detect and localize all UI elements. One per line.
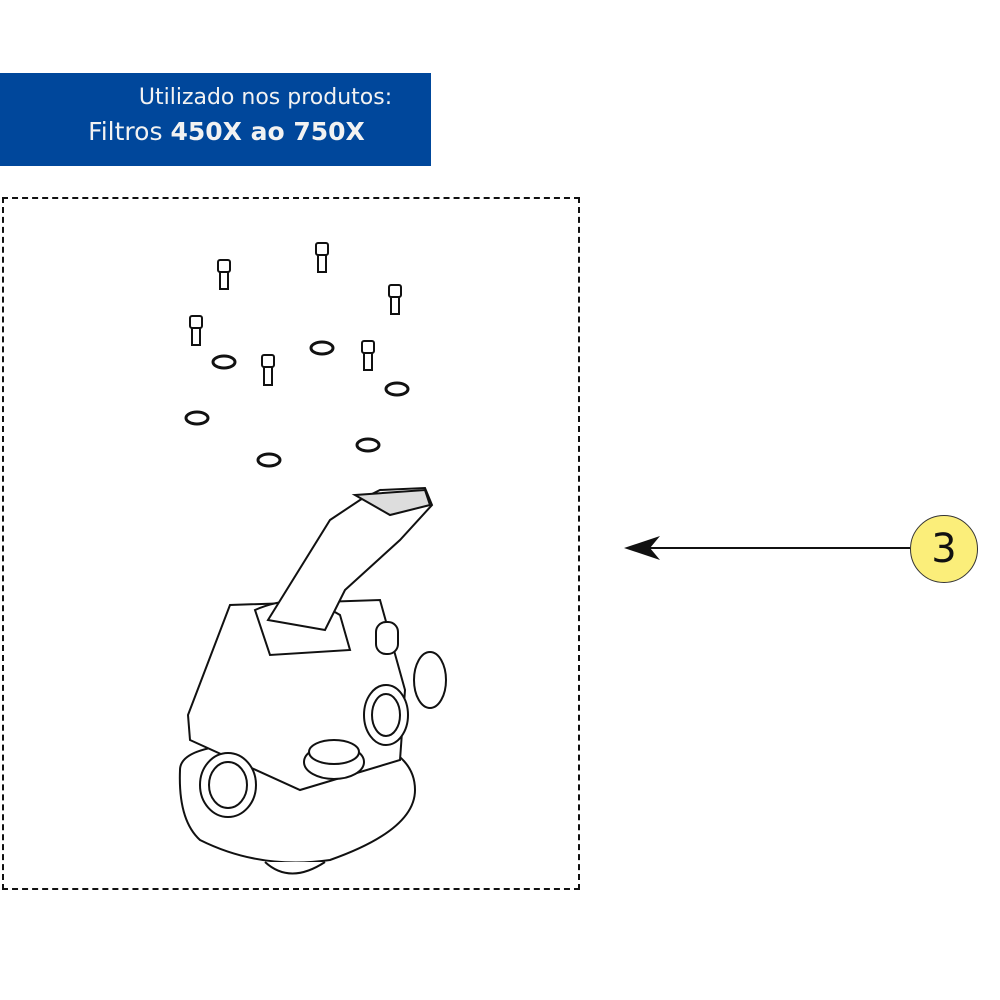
bolt-icon (361, 340, 375, 371)
bolts (189, 242, 402, 386)
banner-prefix: Filtros (88, 117, 163, 146)
washers (184, 340, 410, 468)
callout-arrow (624, 536, 910, 560)
valve-body (178, 486, 447, 875)
bolt-icon (189, 315, 203, 346)
callout-number-badge: 3 (910, 515, 978, 583)
bolt-icon (315, 242, 329, 273)
product-banner: Utilizado nos produtos: Filtros 450X ao … (0, 73, 431, 166)
part-frame (2, 197, 580, 890)
bolt-icon (261, 354, 275, 386)
bolt-icon (388, 284, 402, 315)
banner-models: 450X ao 750X (170, 117, 365, 146)
bolt-icon (217, 259, 231, 290)
banner-line2: Filtros 450X ao 750X (0, 117, 431, 146)
banner-line1: Utilizado nos produtos: (138, 85, 393, 110)
